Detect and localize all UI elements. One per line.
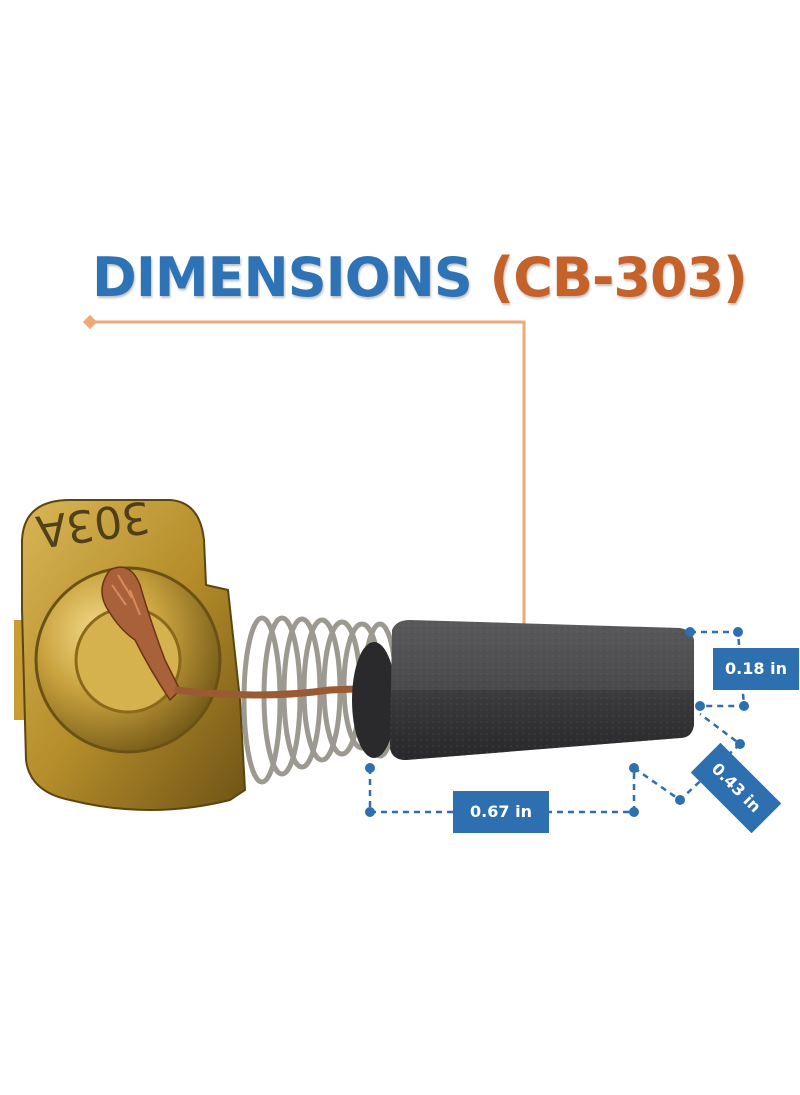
title-code: (CB-303) <box>489 246 748 309</box>
carbon-block <box>352 620 694 760</box>
length-dimension-label: 0.67 in <box>453 791 549 833</box>
dimension-dots <box>365 627 749 817</box>
brass-terminal <box>14 499 247 811</box>
height-dimension-label: 0.18 in <box>713 648 799 690</box>
page-title: DIMENSIONS (CB-303) <box>92 246 748 309</box>
title-main: DIMENSIONS <box>92 246 473 309</box>
copper-wire <box>174 684 381 699</box>
